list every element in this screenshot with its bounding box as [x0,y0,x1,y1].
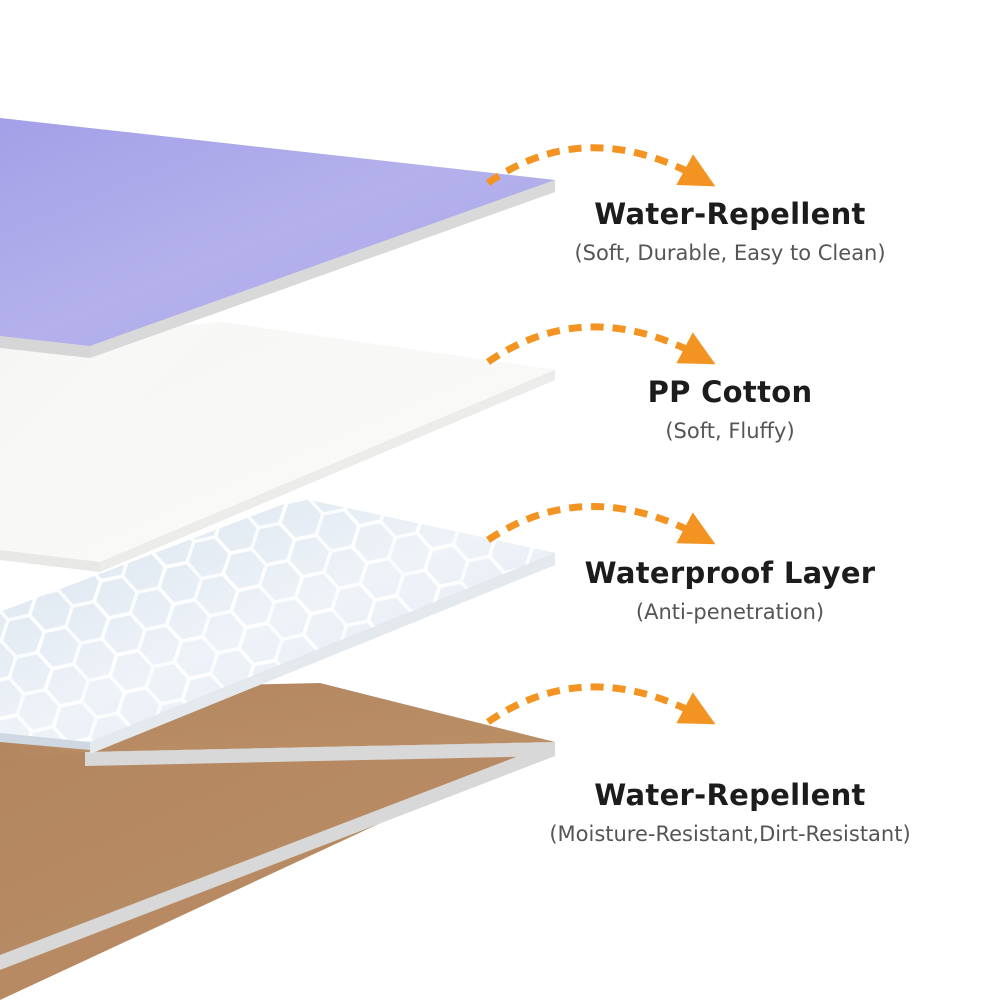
layer-1-description: (Soft, Durable, Easy to Clean) [574,241,886,265]
layer-3-title: Waterproof Layer [584,556,876,590]
arrow-4 [486,683,716,725]
layer-2-description: (Soft, Fluffy) [665,419,795,443]
arrow-2 [486,323,716,365]
arrow-1 [485,144,716,187]
arrow-3 [486,503,716,545]
layer-1-label: Water-Repellent (Soft, Durable, Easy to … [500,197,960,265]
honeycomb-texture [0,498,555,742]
layer-3-waterproof [0,498,555,754]
layer-4-label: Water-Repellent (Moisture-Resistant,Dirt… [500,778,960,846]
layer-2-label: PP Cotton (Soft, Fluffy) [500,375,960,443]
layer-1-top-water-repellent [0,118,555,358]
layer-1-surface [0,118,555,346]
layer-2-pp-cotton [0,322,555,572]
layer-2-surface [0,322,555,562]
layer-4-description: (Moisture-Resistant,Dirt-Resistant) [549,822,911,846]
layer-4-title: Water-Repellent [594,778,866,812]
layer-1-title: Water-Repellent [594,197,866,231]
layer-3-description: (Anti-penetration) [635,600,825,624]
layer-2-title: PP Cotton [647,375,813,409]
layer-3-label: Waterproof Layer (Anti-penetration) [500,556,960,624]
